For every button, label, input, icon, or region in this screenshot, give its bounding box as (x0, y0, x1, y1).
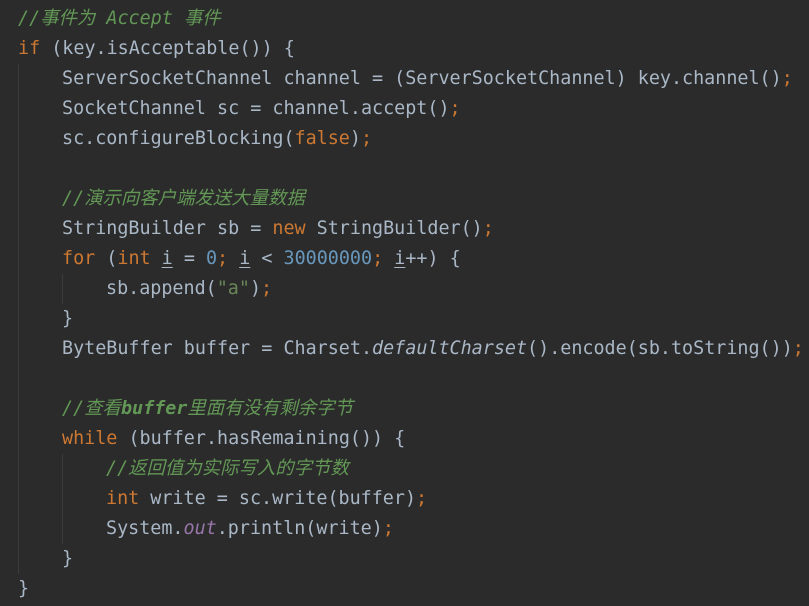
comment: //查看 (62, 398, 121, 419)
code-text: ++) { (405, 248, 461, 269)
indent-guide (62, 454, 63, 544)
semicolon: ; (482, 218, 494, 239)
variable-i: i (239, 248, 251, 269)
code-text: .println(write) (216, 518, 383, 539)
code-text (228, 248, 239, 269)
indent-guide (62, 274, 63, 304)
code-text: StringBuilder sb = (62, 218, 273, 239)
code-line-4[interactable]: SocketChannel sc = channel.accept(); (0, 94, 809, 124)
code-line-14[interactable]: //查看buffer里面有没有剩余字节 (0, 394, 809, 424)
semicolon: ; (217, 248, 229, 269)
code-text: (key.isAcceptable()) { (40, 38, 295, 59)
indent-guide (18, 64, 19, 574)
code-text: sc.configureBlocking( (62, 128, 295, 149)
semicolon: ; (261, 278, 273, 299)
semicolon: ; (416, 488, 428, 509)
string-literal: "a" (216, 278, 250, 299)
keyword-int: int (106, 488, 140, 509)
code-line-10[interactable]: sb.append("a"); (0, 274, 809, 304)
code-line-3[interactable]: ServerSocketChannel channel = (ServerSoc… (0, 64, 809, 94)
semicolon: ; (360, 128, 373, 149)
code-text: ) (349, 128, 361, 149)
keyword-while: while (62, 428, 118, 449)
code-line-8[interactable]: StringBuilder sb = new StringBuilder(); (0, 214, 809, 244)
semicolon: ; (449, 98, 461, 119)
code-text: ByteBuffer buffer = Charset. (62, 338, 373, 359)
code-line-9[interactable]: for (int i = 0; i < 30000000; i++) { (0, 244, 809, 274)
comment: buffer (120, 398, 188, 419)
closing-brace: } (62, 548, 74, 569)
comment: 里面有没有剩余字节 (187, 398, 353, 419)
comment: //返回值为实际写入的字节数 (106, 458, 349, 479)
code-line-16[interactable]: //返回值为实际写入的字节数 (0, 454, 809, 484)
static-field: out (183, 518, 217, 539)
code-text: ServerSocketChannel channel = (ServerSoc… (62, 68, 782, 89)
code-line-6[interactable] (0, 154, 809, 184)
closing-brace: } (18, 578, 30, 599)
code-text: = (172, 248, 206, 269)
code-line-17[interactable]: int write = sc.write(buffer); (0, 484, 809, 514)
code-text: (buffer.hasRemaining()) { (117, 428, 406, 449)
code-line-7[interactable]: //演示向客户端发送大量数据 (0, 184, 809, 214)
variable-i: i (394, 248, 406, 269)
code-text: SocketChannel sc = channel.accept() (62, 98, 450, 119)
number: 30000000 (283, 248, 373, 269)
keyword-false: false (294, 128, 350, 149)
code-line-11[interactable]: } (0, 304, 809, 334)
keyword-if: if (18, 38, 41, 59)
number: 0 (205, 248, 218, 269)
code-line-5[interactable]: sc.configureBlocking(false); (0, 124, 809, 154)
closing-brace: } (62, 308, 74, 329)
keyword-for: for (62, 248, 96, 269)
code-line-18[interactable]: System.out.println(write); (0, 514, 809, 544)
code-text: sb.append( (106, 278, 217, 299)
semicolon: ; (792, 338, 804, 359)
comment: //演示向客户端发送大量数据 (62, 188, 305, 209)
code-text: ) (249, 278, 262, 299)
method-static: defaultCharset (372, 338, 528, 359)
code-text (151, 248, 162, 269)
code-text (383, 248, 394, 269)
code-line-2[interactable]: if (key.isAcceptable()) { (0, 34, 809, 64)
code-line-13[interactable] (0, 364, 809, 394)
semicolon: ; (372, 248, 384, 269)
comment: //事件为 Accept 事件 (18, 8, 221, 29)
code-text: write = sc.write(buffer) (139, 488, 417, 509)
keyword-new: new (272, 218, 306, 239)
semicolon: ; (781, 68, 793, 89)
code-text: System. (106, 518, 184, 539)
code-text: StringBuilder() (305, 218, 483, 239)
code-line-20[interactable]: } (0, 574, 809, 604)
code-text: < (250, 248, 284, 269)
code-text: ().encode(sb.toString()) (527, 338, 793, 359)
variable-i: i (161, 248, 173, 269)
code-line-15[interactable]: while (buffer.hasRemaining()) { (0, 424, 809, 454)
keyword-int: int (117, 248, 151, 269)
code-line-19[interactable]: } (0, 544, 809, 574)
code-text: ( (95, 248, 118, 269)
code-line-1[interactable]: //事件为 Accept 事件 (0, 4, 809, 34)
code-line-12[interactable]: ByteBuffer buffer = Charset.defaultChars… (0, 334, 809, 364)
semicolon: ; (382, 518, 394, 539)
